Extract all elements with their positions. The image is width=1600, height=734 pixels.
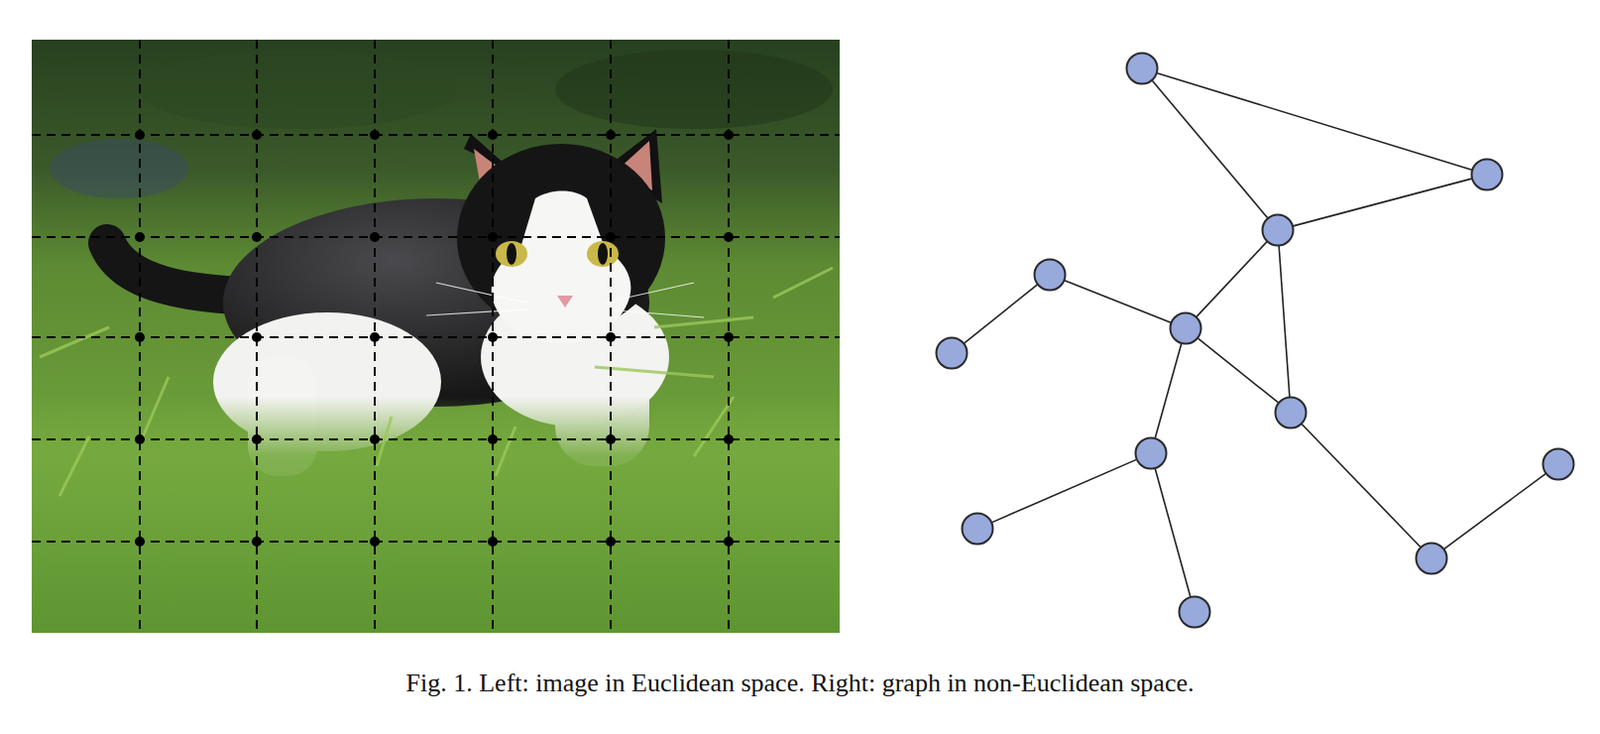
- node-circle: [1134, 436, 1168, 470]
- graph-edge: [1197, 338, 1278, 403]
- graph-node: [1470, 157, 1504, 192]
- node-circle: [1032, 257, 1067, 292]
- grid-dot: [487, 332, 498, 343]
- grid-dot: [251, 231, 262, 242]
- grid-dot: [134, 536, 145, 547]
- grid-dot: [251, 129, 262, 140]
- node-circle: [1470, 157, 1504, 192]
- node-circle: [1125, 51, 1159, 86]
- figure-caption: Fig. 1. Left: image in Euclidean space. …: [0, 668, 1600, 698]
- grid-dot: [605, 434, 616, 445]
- graph-edge: [1301, 424, 1421, 548]
- grid-dot: [369, 332, 380, 343]
- graph-edge: [1154, 342, 1181, 438]
- graph-node: [1032, 257, 1067, 292]
- grid-dot: [723, 231, 734, 242]
- grid-dot: [369, 434, 380, 445]
- graph-node: [1177, 594, 1212, 629]
- grid-dot: [605, 231, 616, 242]
- grid-dot: [251, 434, 262, 445]
- grid-dot: [369, 536, 380, 547]
- graph-node: [1134, 436, 1168, 470]
- graph-edge: [1151, 80, 1267, 219]
- graph-node: [1541, 447, 1576, 481]
- graph-edge: [992, 458, 1138, 522]
- graph-edge: [1292, 178, 1472, 227]
- graph-edge: [1278, 245, 1290, 397]
- grid-dot: [134, 129, 145, 140]
- grid-dot: [134, 332, 145, 343]
- graph-edge: [1444, 473, 1546, 550]
- node-circle: [1260, 213, 1295, 247]
- graph-node: [1260, 213, 1295, 247]
- graph-node: [1168, 311, 1203, 345]
- node-circle: [1414, 541, 1449, 575]
- node-circle: [1541, 447, 1576, 481]
- grid-dot: [487, 129, 498, 140]
- grid-dot: [487, 231, 498, 242]
- graph-edge: [1196, 241, 1267, 318]
- graph-node: [1273, 395, 1308, 430]
- graph-edge: [1154, 467, 1191, 596]
- node-circle: [1273, 395, 1308, 430]
- node-circle: [1177, 594, 1212, 629]
- grid-dot: [605, 332, 616, 343]
- grid-dot: [723, 332, 734, 343]
- node-circle: [934, 336, 969, 370]
- grid-dot: [605, 129, 616, 140]
- grid-dot: [251, 332, 262, 343]
- graph-node: [1414, 541, 1449, 575]
- grid-dot: [487, 434, 498, 445]
- grid-dot: [605, 536, 616, 547]
- grid-dot: [723, 129, 734, 140]
- node-circle: [960, 511, 995, 546]
- grid-dot: [369, 231, 380, 242]
- grid-dot: [251, 536, 262, 547]
- node-circle: [1168, 311, 1203, 345]
- graph-node: [1125, 51, 1159, 86]
- graph-edge: [1064, 280, 1171, 323]
- grid-dot: [369, 129, 380, 140]
- grid-dot: [723, 434, 734, 445]
- graph-edge: [1156, 73, 1472, 171]
- grid-dot: [487, 536, 498, 547]
- graph-node: [960, 511, 995, 546]
- grid-dot: [723, 536, 734, 547]
- graph-edge: [964, 284, 1038, 343]
- graph-node: [934, 336, 969, 370]
- grid-dot: [134, 231, 145, 242]
- grid-dot: [134, 434, 145, 445]
